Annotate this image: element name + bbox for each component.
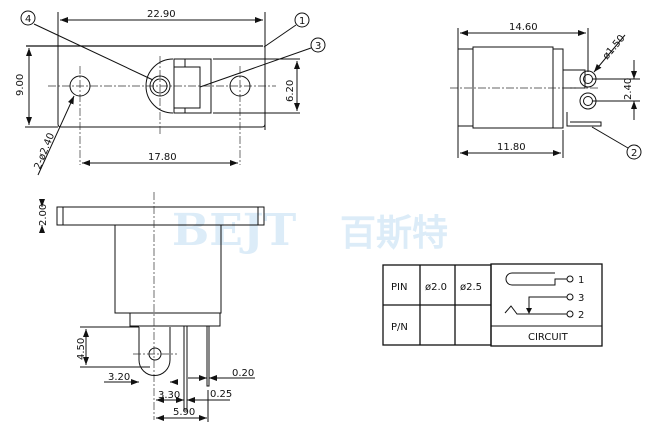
dim-length: 14.60 (509, 22, 538, 33)
dim-tab-width: 3.20 (108, 372, 130, 383)
dim-holes: 2-ø2.40 (33, 131, 58, 171)
dim-pin-pitch: 2.40 (623, 78, 634, 100)
circuit-symbol: 1 3 2 (504, 272, 584, 321)
dim-hole-spacing: 17.80 (148, 152, 177, 163)
dim-pin-offset: 3.30 (158, 390, 180, 401)
pin-table: PIN ø2.0 ø2.5 P/N CIRCUIT 1 3 2 (382, 263, 603, 347)
dim-pin-dia: ø1.50 (601, 33, 628, 62)
side-view: 2.00 4.50 3.20 3.30 5.90 0.20 0.25 (38, 192, 265, 422)
dim-inner-height: 6.20 (285, 80, 296, 102)
mount-hole-right (229, 75, 251, 97)
table-header-d25: ø2.5 (460, 282, 482, 293)
watermark-cjk: 百斯特 (340, 212, 448, 254)
dim-height: 9.00 (15, 74, 26, 96)
dim-pin-span: 5.90 (173, 407, 195, 418)
dim-flange: 2.00 (38, 204, 49, 226)
center-pin (149, 75, 171, 97)
table-header-pin: PIN (391, 282, 407, 293)
circuit-pin-2: 2 (578, 310, 584, 321)
watermark: BEJT 百斯特 (172, 205, 448, 256)
balloon-1: 1 (299, 16, 305, 27)
balloon-4: 4 (25, 14, 31, 25)
balloon-3: 3 (315, 41, 321, 52)
dim-pin-thick-b: 0.25 (210, 389, 232, 400)
right-view: 14.60 11.80 ø1.50 2.40 2 (450, 22, 642, 160)
balloon-2: 2 (631, 148, 637, 159)
circuit-label: CIRCUIT (528, 332, 569, 343)
dim-body: 11.80 (497, 142, 526, 153)
mount-hole-left (69, 75, 91, 97)
dim-width: 22.90 (147, 9, 176, 20)
watermark-latin: BEJT (172, 205, 297, 256)
circuit-pin-3: 3 (578, 293, 584, 304)
top-view: 22.90 9.00 6.20 17.80 2-ø2.40 4 1 3 (15, 9, 326, 176)
table-row-pn: P/N (391, 322, 408, 333)
table-header-d20: ø2.0 (425, 282, 447, 293)
circuit-pin-1: 1 (578, 275, 584, 286)
dim-tab-height: 4.50 (76, 338, 87, 360)
dim-pin-thick-a: 0.20 (232, 368, 254, 379)
